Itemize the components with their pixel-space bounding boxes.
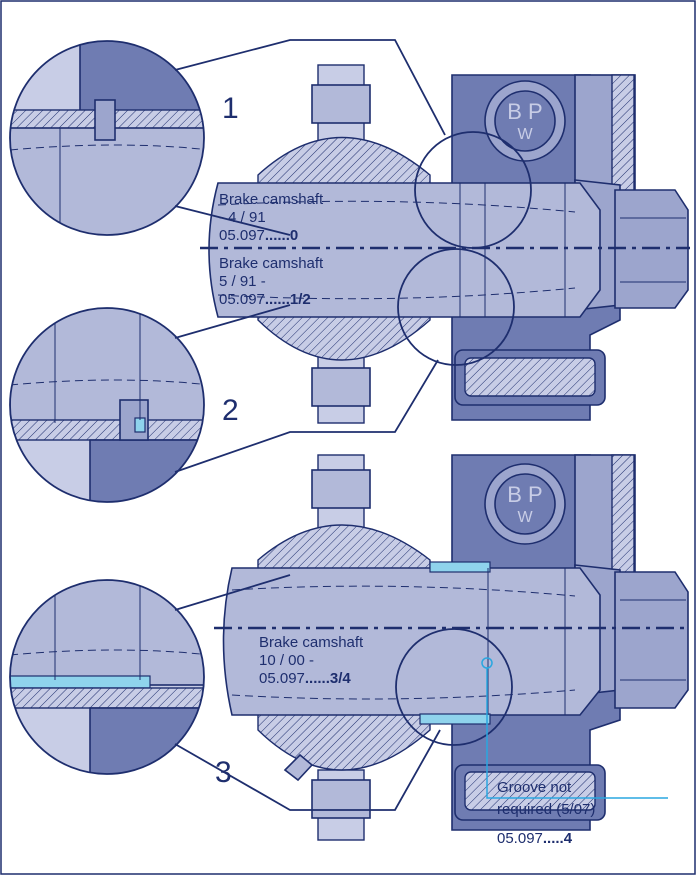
label-b-line1: Brake camshaft xyxy=(219,255,324,272)
top-bracket-wall xyxy=(611,74,635,196)
detail-1: 1 xyxy=(9,39,446,236)
bushing-bottom-highlight xyxy=(419,713,491,725)
bottom-logo-text-2: W xyxy=(517,509,533,526)
label-a-line2: - 4 / 91 xyxy=(219,209,266,226)
label-c-line1: Brake camshaft xyxy=(259,634,364,651)
detail-1-leader xyxy=(174,39,446,136)
label-a-part: 05.097......0 xyxy=(219,227,298,244)
detail-3-leader xyxy=(174,729,441,811)
groove-leader xyxy=(486,668,668,799)
groove-note-line1: Groove not xyxy=(497,779,572,796)
bottom-logo-text: B P xyxy=(507,482,542,507)
label-brake-camshaft-c: Brake camshaft 10 / 00 - 05.097......3/4 xyxy=(259,634,364,687)
groove-note: Groove not required (5/07) 05.097.....4 xyxy=(481,657,668,847)
bushing-top-highlight xyxy=(429,561,491,573)
label-c-part: 05.097......3/4 xyxy=(259,670,351,687)
detail-3-number: 3 xyxy=(215,756,232,789)
bottom-nut xyxy=(614,571,689,709)
detail-2-leader xyxy=(174,359,439,473)
top-logo-text-2: W xyxy=(517,126,533,143)
label-b-line2: 5 / 91 - xyxy=(219,273,266,290)
detail-2-number: 2 xyxy=(222,394,239,427)
groove-note-part: 05.097.....4 xyxy=(497,830,573,847)
top-shaft xyxy=(208,182,601,318)
top-logo xyxy=(494,90,556,152)
label-brake-camshaft-b: Brake camshaft 5 / 91 - 05.097......1/2 xyxy=(219,255,324,308)
label-b-part: 05.097......1/2 xyxy=(219,291,311,308)
top-logo-text: B P xyxy=(507,99,542,124)
top-assembly: B P W xyxy=(200,64,690,424)
label-c-line2: 10 / 00 - xyxy=(259,652,314,669)
label-a-line1: Brake camshaft xyxy=(219,191,324,208)
groove-note-line2: required (5/07) xyxy=(497,801,595,818)
label-brake-camshaft-a: Brake camshaft - 4 / 91 05.097......0 xyxy=(219,191,324,244)
grease-nipple xyxy=(283,753,314,782)
bottom-logo xyxy=(494,473,556,535)
bottom-assembly: B P W xyxy=(214,454,690,841)
detail-1-number: 1 xyxy=(222,92,239,125)
